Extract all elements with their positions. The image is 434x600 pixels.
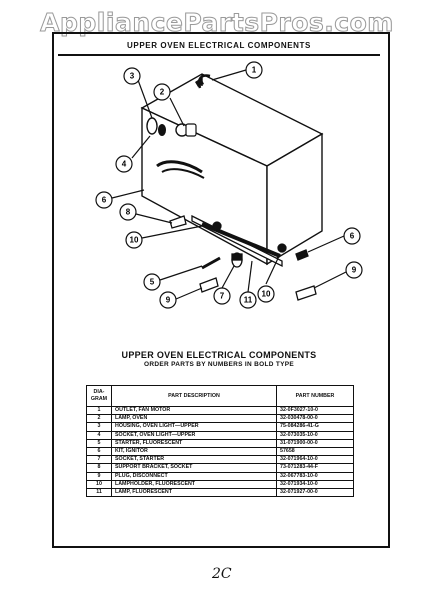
diagram-cell: 8 [86, 463, 112, 473]
fan-outlet-connector [195, 78, 204, 87]
callout-7: 7 [220, 292, 225, 301]
description-cell: OUTLET, FAN MOTOR [111, 405, 277, 416]
part-number-cell: 73-071283-44-F [276, 463, 354, 473]
callout-6b: 6 [350, 232, 355, 241]
diagram-cell: 2 [86, 414, 112, 424]
lamp-socket-assembly [146, 117, 205, 179]
col-diagram: DIA-GRAM [86, 385, 112, 407]
diagram-cell: 11 [86, 487, 112, 498]
col-description: PART DESCRIPTION [111, 385, 277, 407]
part-number-cell: 32-073035-10-0 [276, 430, 354, 440]
description-cell: SOCKET, OVEN LIGHT—UPPER [111, 430, 277, 440]
description-cell: PLUG, DISCONNECT [111, 471, 277, 481]
header-title: UPPER OVEN ELECTRICAL COMPONENTS [127, 40, 311, 50]
callout-10b: 10 [262, 290, 271, 299]
description-cell: LAMPHOLDER, FLUORESCENT [111, 479, 277, 489]
oven-light-housing [140, 73, 324, 266]
callout-9a: 9 [166, 296, 171, 305]
callout-2: 2 [160, 88, 165, 97]
part-number-cell: 32-067783-10-0 [276, 471, 354, 481]
description-cell: LAMP, OVEN [111, 414, 277, 424]
callout-6a: 6 [102, 196, 107, 205]
callout-11: 11 [244, 296, 253, 305]
exploded-parts-diagram: 1 2 3 4 6 8 10 5 9 7 11 10 6 9 [95, 61, 363, 309]
diagram-cell: 4 [86, 430, 112, 440]
part-number-cell: 32-071934-10-0 [276, 479, 354, 489]
part-number-cell: 32-030478-00-0 [276, 414, 354, 424]
table-title: UPPER OVEN ELECTRICAL COMPONENTS [121, 350, 317, 360]
diagram-frame [52, 32, 390, 548]
col-part-number: PART NUMBER [276, 385, 354, 407]
description-cell: SOCKET, STARTER [111, 455, 277, 465]
diagram-cell: 9 [86, 471, 112, 481]
callout-labels: 1 2 3 4 6 8 10 5 9 7 11 10 6 9 [102, 66, 357, 305]
callout-8: 8 [126, 208, 131, 217]
callout-1: 1 [252, 66, 257, 75]
description-cell: STARTER, FLUORESCENT [111, 438, 277, 448]
table-subtitle: ORDER PARTS BY NUMBERS IN BOLD TYPE [143, 361, 295, 368]
callouts [95, 61, 363, 309]
diagram-cell: 6 [86, 446, 112, 457]
part-number-cell: 32-071927-00-0 [276, 487, 354, 498]
part-number-cell: 32-0F3027-10-0 [276, 405, 354, 416]
callout-9b: 9 [352, 266, 357, 275]
description-cell: HOUSING, OVEN LIGHT—UPPER [111, 422, 277, 432]
parts-table-header: DIA-GRAM PART DESCRIPTION PART NUMBER [86, 385, 354, 407]
part-number-cell: 32-071964-10-0 [276, 455, 354, 465]
callout-10a: 10 [130, 236, 139, 245]
description-cell: LAMP, FLUORESCENT [111, 487, 277, 498]
diagram-cell: 7 [86, 455, 112, 465]
diagram-cell: 1 [86, 405, 112, 416]
description-cell: KIT, IGNITOR [111, 446, 277, 457]
callout-5: 5 [150, 278, 155, 287]
part-number-cell: 31-071900-00-0 [276, 438, 354, 448]
diagram-cell: 3 [86, 422, 112, 432]
header-bar: UPPER OVEN ELECTRICAL COMPONENTS [58, 36, 380, 56]
callout-3: 3 [130, 72, 135, 81]
part-number-cell: 75-084286-41-G [276, 422, 354, 432]
part-number-cell: 57658 [276, 446, 354, 457]
diagram-cell: 10 [86, 479, 112, 489]
description-cell: SUPPORT BRACKET, SOCKET [111, 463, 277, 473]
fluorescent-assembly [169, 214, 317, 301]
callout-4: 4 [122, 160, 127, 169]
diagram-cell: 5 [86, 438, 112, 448]
page-number: 2C [212, 566, 232, 582]
